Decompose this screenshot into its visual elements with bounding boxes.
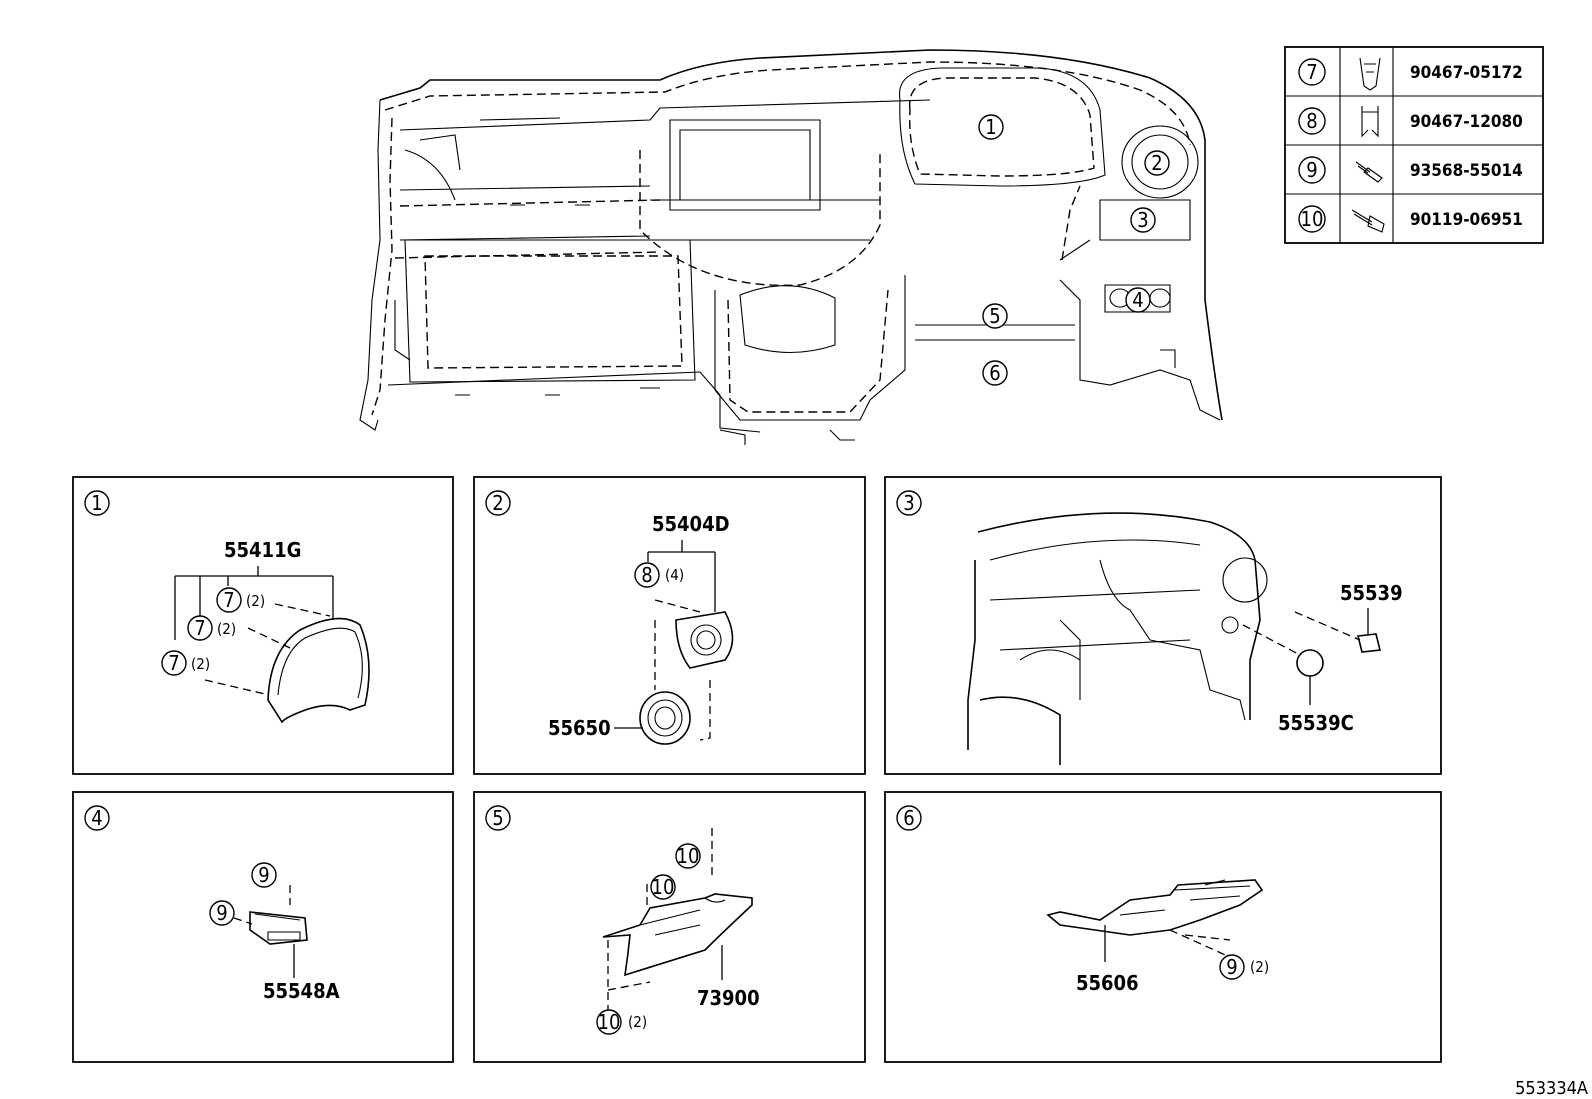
- svg-text:(4): (4): [665, 566, 684, 584]
- panel-3: 3 55539 55539C: [884, 476, 1442, 775]
- diagram-id: 553334A: [1515, 1078, 1588, 1099]
- overview-callout-1: 1: [978, 114, 1004, 140]
- svg-text:7: 7: [194, 616, 205, 640]
- clip-icon: [1361, 106, 1379, 138]
- svg-text:93568-55014: 93568-55014: [1410, 161, 1523, 181]
- cap-part: [1357, 633, 1381, 653]
- table-row: 8 90467-12080: [1298, 106, 1523, 138]
- clip-icon: [1359, 57, 1381, 91]
- svg-text:1: 1: [91, 491, 102, 515]
- svg-text:7: 7: [168, 651, 179, 675]
- panel-2: 2 55404D 8 (4) 55650: [473, 476, 866, 775]
- part-55539c-label: 55539C: [1278, 711, 1354, 735]
- part-55650-label: 55650: [548, 716, 611, 740]
- part-55548a-label: 55548A: [263, 979, 340, 1003]
- svg-text:4: 4: [1132, 288, 1143, 312]
- part-55539-label: 55539: [1340, 581, 1403, 605]
- svg-text:(2): (2): [217, 620, 236, 638]
- svg-text:(2): (2): [191, 655, 210, 673]
- overview-callout-6: 6: [982, 360, 1008, 386]
- table-row: 9 93568-55014: [1298, 156, 1523, 184]
- part-73900-label: 73900: [697, 986, 760, 1010]
- svg-text:10: 10: [652, 875, 675, 899]
- svg-text:9: 9: [258, 863, 269, 887]
- fastener-table: 7 90467-05172 8 90467-12080 9 93568-5501…: [1284, 46, 1544, 244]
- bolt-icon: [1351, 209, 1385, 233]
- panel-1: 1 55411G 7 (2) 7 (2) 7 (2): [72, 476, 454, 775]
- svg-text:(2): (2): [1250, 958, 1269, 976]
- overview-callout-2: 2: [1144, 150, 1170, 176]
- bracket-part: [1046, 879, 1264, 936]
- part-55606-label: 55606: [1076, 971, 1139, 995]
- svg-text:(2): (2): [628, 1013, 647, 1031]
- bezel-part: [675, 611, 734, 669]
- table-row: 10 90119-06951: [1298, 205, 1523, 233]
- screw-icon: [1355, 161, 1383, 183]
- svg-text:7: 7: [1306, 60, 1317, 84]
- overview-callouts: 1 2 3 4 5 6: [978, 114, 1170, 386]
- svg-text:(2): (2): [246, 592, 265, 610]
- overview-callout-4: 4: [1125, 287, 1151, 313]
- svg-text:90119-06951: 90119-06951: [1410, 210, 1523, 230]
- svg-text:4: 4: [91, 806, 102, 830]
- switch-part: [1296, 649, 1324, 677]
- dashboard-detail: [967, 512, 1261, 765]
- svg-text:5: 5: [989, 304, 1000, 328]
- cover-part: [602, 893, 753, 977]
- dashboard-overview: [359, 49, 1223, 445]
- svg-text:6: 6: [903, 806, 914, 830]
- svg-text:9: 9: [1306, 158, 1317, 182]
- overview-callout-5: 5: [982, 303, 1008, 329]
- svg-text:10: 10: [1301, 207, 1324, 231]
- panel-6: 6 55606 9 (2): [884, 791, 1442, 1063]
- svg-text:6: 6: [989, 361, 1000, 385]
- part-55411g-label: 55411G: [224, 538, 301, 562]
- svg-text:5: 5: [492, 806, 503, 830]
- svg-text:2: 2: [492, 491, 503, 515]
- speaker-part: [639, 691, 691, 745]
- panel-4: 4 9 9 55548A: [72, 791, 454, 1063]
- svg-text:10: 10: [677, 844, 700, 868]
- svg-text:90467-12080: 90467-12080: [1410, 112, 1523, 132]
- panel-5: 5 10 10 73900 10 (2): [473, 791, 866, 1063]
- svg-text:8: 8: [1306, 109, 1317, 133]
- part-55404d-label: 55404D: [652, 512, 730, 536]
- svg-text:8: 8: [641, 563, 652, 587]
- svg-text:3: 3: [903, 491, 914, 515]
- svg-text:3: 3: [1137, 208, 1148, 232]
- svg-text:1: 1: [985, 115, 996, 139]
- switch-base-part: [249, 911, 308, 945]
- svg-text:7: 7: [223, 588, 234, 612]
- svg-text:90467-05172: 90467-05172: [1410, 63, 1523, 83]
- table-row: 7 90467-05172: [1298, 57, 1523, 91]
- overview-callout-3: 3: [1130, 207, 1156, 233]
- svg-text:10: 10: [598, 1010, 621, 1034]
- svg-text:2: 2: [1151, 151, 1162, 175]
- svg-text:9: 9: [1226, 955, 1237, 979]
- meter-hood-part: [267, 617, 370, 724]
- svg-text:9: 9: [216, 901, 227, 925]
